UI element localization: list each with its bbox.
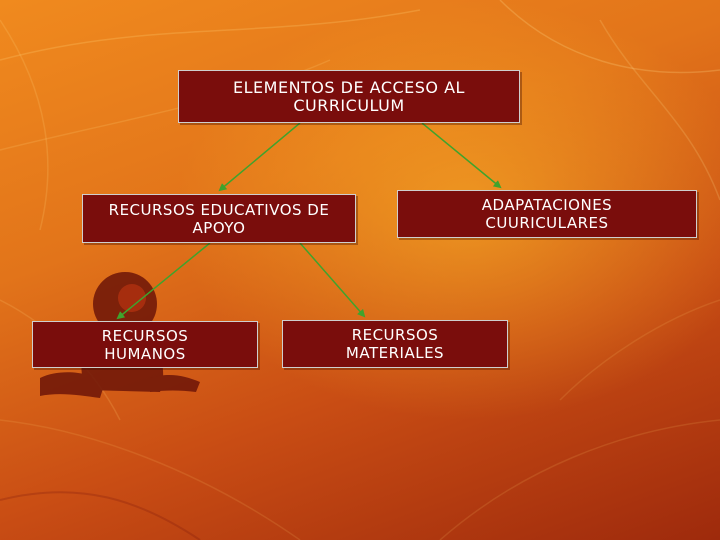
node-adaptaciones-text: ADAPATACIONES CUURICULARES (481, 196, 613, 232)
node-materiales-text: RECURSOS MATERIALES (345, 326, 445, 362)
arrow-recursos-to-materiales (299, 242, 366, 318)
node-recursos-educativos-text: RECURSOS EDUCATIVOS DE APOYO (108, 200, 330, 237)
node-recursos-humanos: RECURSOS HUMANOS (32, 321, 258, 368)
node-adaptaciones: ADAPATACIONES CUURICULARES (397, 190, 697, 238)
node-title-text: ELEMENTOS DE ACCESO AL CURRICULUM (233, 77, 465, 115)
node-recursos-materiales: RECURSOS MATERIALES (282, 320, 508, 368)
node-recursos-educativos: RECURSOS EDUCATIVOS DE APOYO (82, 194, 356, 243)
arrow-title-to-recursos (218, 122, 301, 192)
node-humanos-text: RECURSOS HUMANOS (101, 326, 189, 363)
arrow-recursos-to-humanos (116, 242, 211, 320)
arrow-title-to-adaptaciones (421, 122, 502, 189)
node-elementos-de-acceso: ELEMENTOS DE ACCESO AL CURRICULUM (178, 70, 520, 123)
